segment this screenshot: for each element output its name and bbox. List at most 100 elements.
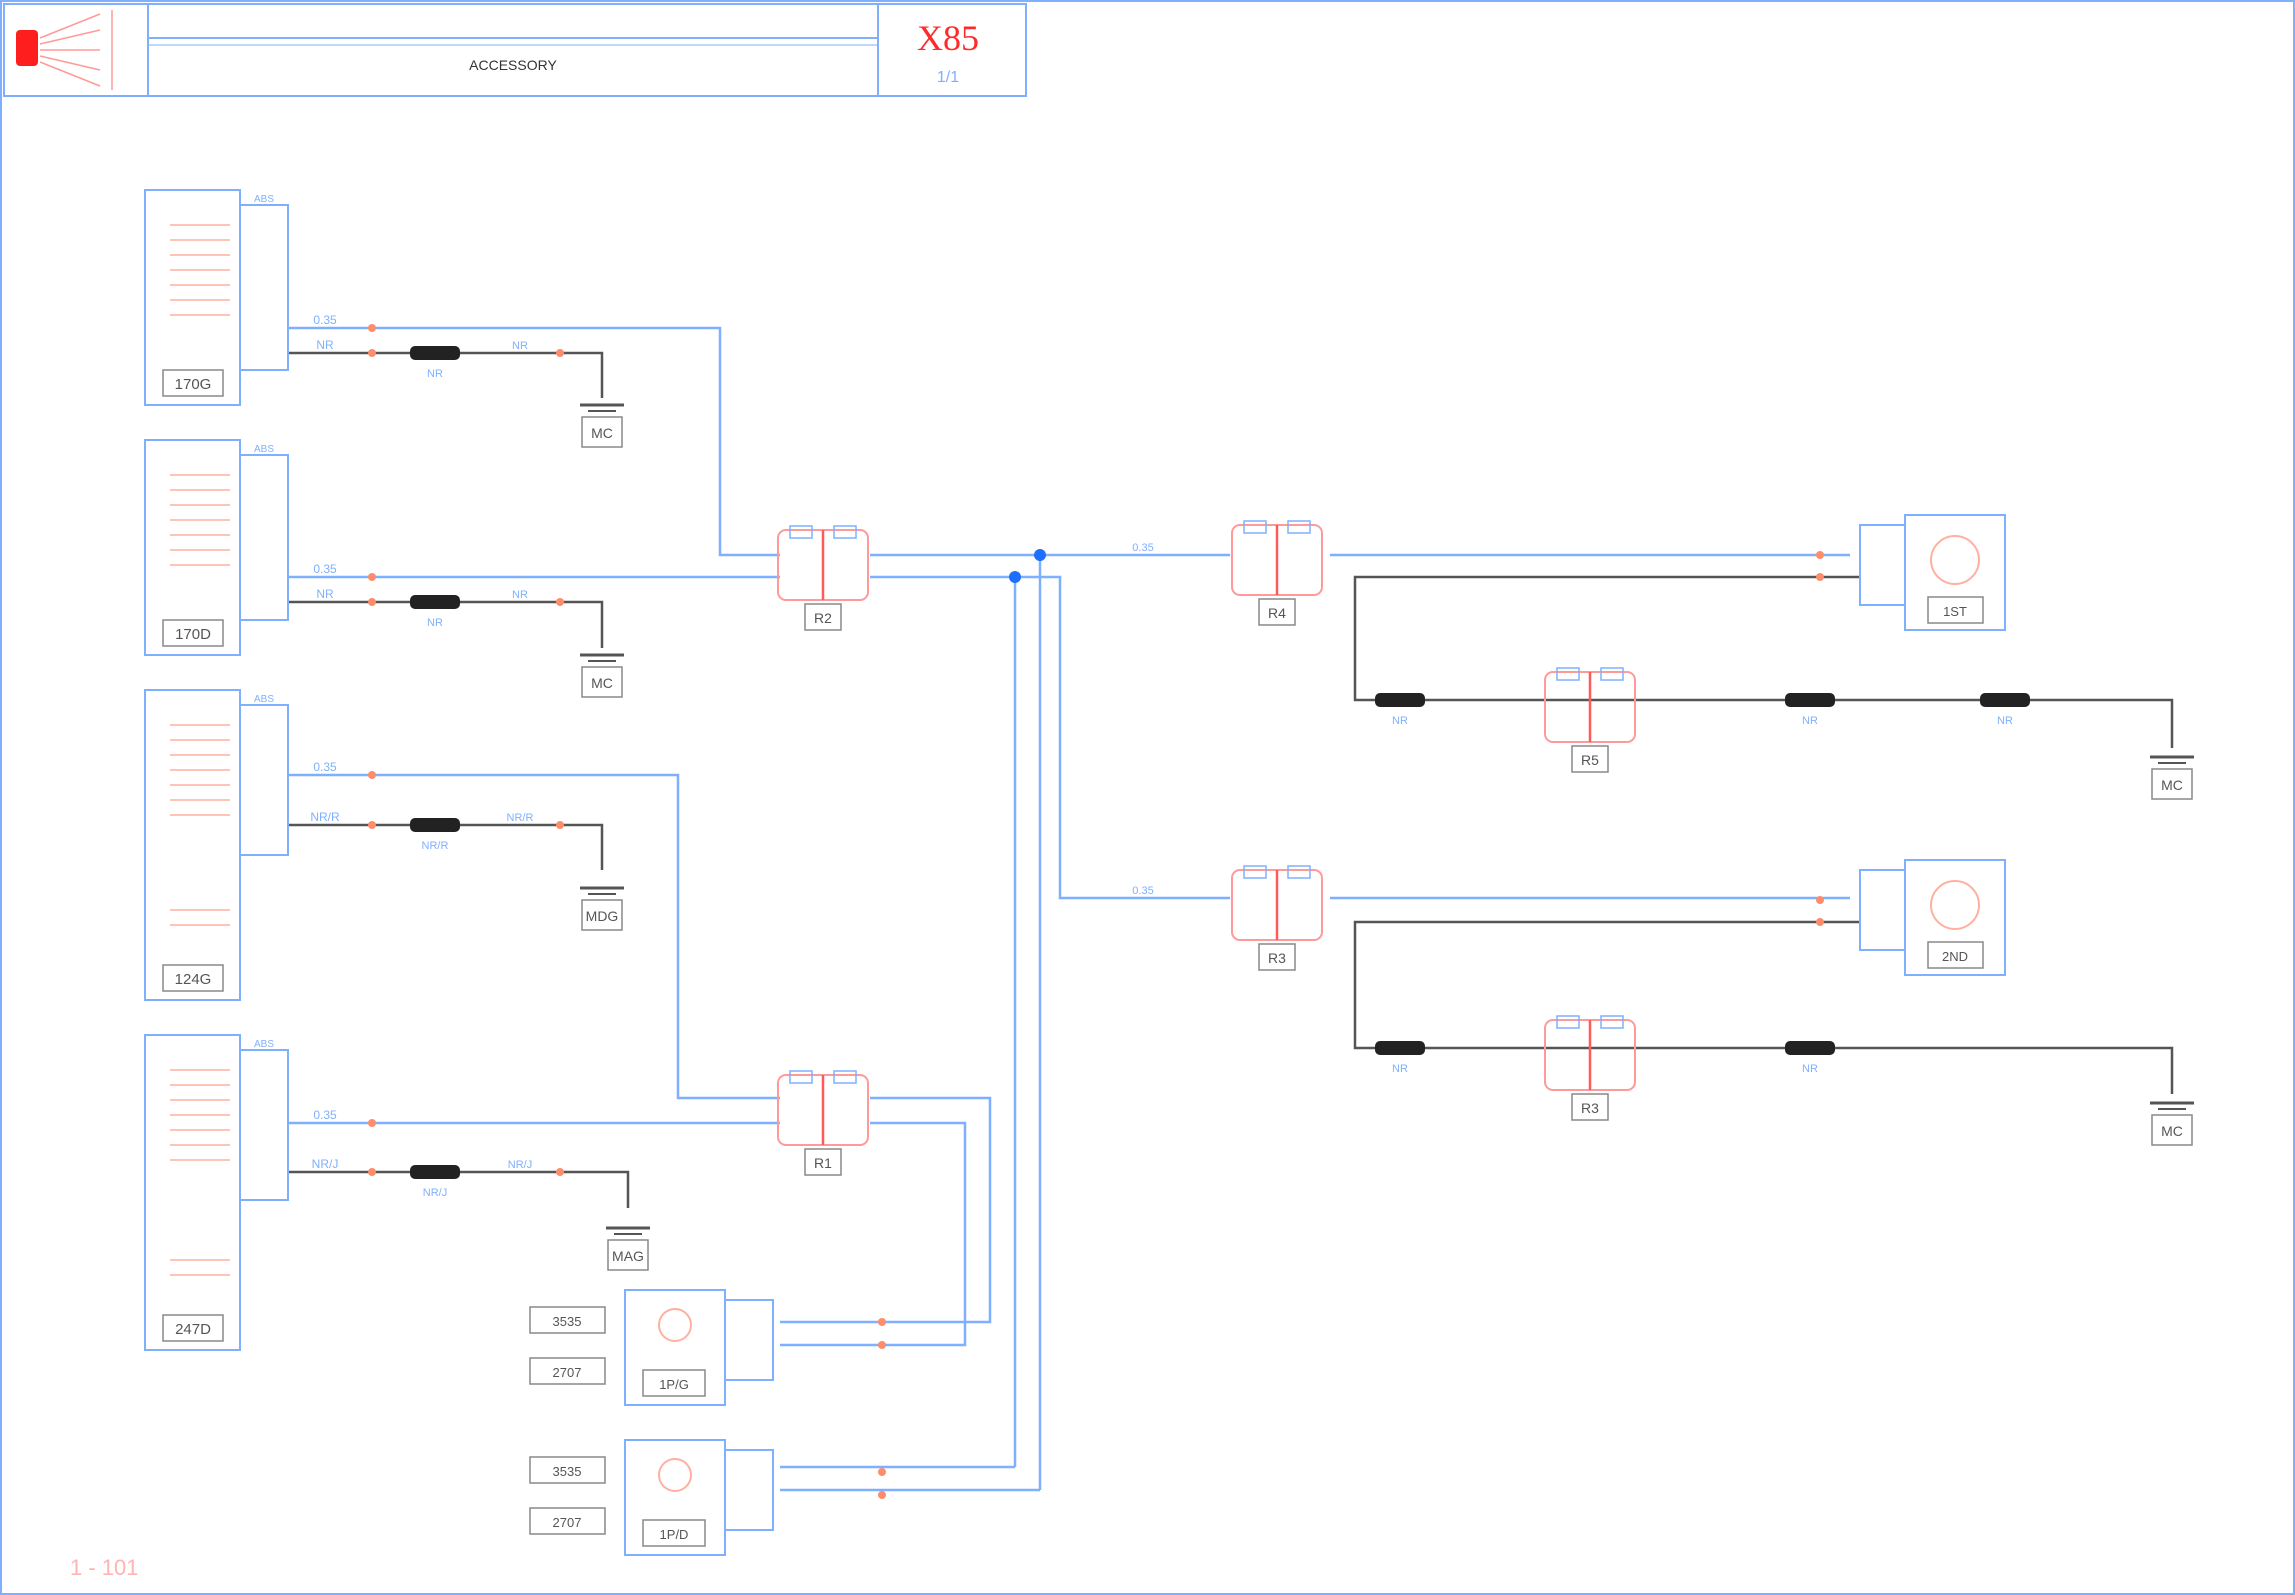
wire-label: NR/J bbox=[312, 1157, 339, 1171]
footer-ref: 1 - 101 bbox=[70, 1555, 139, 1580]
sensor-label: 1P/D bbox=[660, 1527, 689, 1542]
module-label: 124G bbox=[175, 971, 212, 988]
connector-tab bbox=[833, 1070, 857, 1084]
connector-tab bbox=[1243, 865, 1267, 879]
wire-label: NR bbox=[316, 338, 334, 352]
sensor bbox=[529, 1439, 774, 1556]
ground-label-box bbox=[2151, 768, 2193, 800]
pin-dot bbox=[368, 598, 376, 606]
module-tag: ABS bbox=[254, 444, 274, 455]
junction-dot bbox=[1009, 571, 1021, 583]
wire-label: 0.35 bbox=[1132, 885, 1153, 897]
device-label: 2ND bbox=[1942, 949, 1968, 964]
ground-wire bbox=[1353, 575, 2174, 748]
page-title: ACCESSORY bbox=[469, 57, 557, 73]
pin-dot bbox=[878, 1341, 886, 1349]
pin-dot bbox=[556, 1168, 564, 1176]
ref-box bbox=[529, 1507, 606, 1535]
module-connector bbox=[239, 204, 289, 371]
pin-dot bbox=[1816, 551, 1824, 559]
connector-label: R4 bbox=[1268, 605, 1286, 621]
splice bbox=[1785, 693, 1835, 707]
connector-tab bbox=[1556, 1015, 1580, 1029]
sensor-connector bbox=[724, 1449, 774, 1531]
module-label-box bbox=[162, 369, 224, 397]
wire-label: NR bbox=[316, 587, 334, 601]
connector-tab bbox=[789, 525, 813, 539]
pin-dot bbox=[878, 1318, 886, 1326]
module-label: 170D bbox=[175, 626, 211, 643]
ground-wire bbox=[288, 600, 604, 648]
pin-dot bbox=[1816, 573, 1824, 581]
connector-label-box bbox=[1258, 943, 1296, 971]
ground-label-box bbox=[581, 899, 623, 931]
connector-tab bbox=[1243, 520, 1267, 534]
module-tag: ABS bbox=[254, 194, 274, 205]
module-connector bbox=[239, 1049, 289, 1201]
diagram-code: X85 bbox=[917, 18, 979, 58]
ground-symbol bbox=[580, 403, 624, 448]
module-tag: ABS bbox=[254, 694, 274, 705]
ground-symbol bbox=[580, 886, 624, 931]
inline-connector bbox=[777, 1070, 869, 1176]
ref-box bbox=[529, 1306, 606, 1334]
connector-label-box bbox=[1258, 598, 1296, 626]
ground-label: MAG bbox=[612, 1248, 644, 1264]
sensor-label: 1P/G bbox=[659, 1377, 689, 1392]
left-module bbox=[144, 1034, 289, 1351]
connector-tab bbox=[789, 1070, 813, 1084]
splice bbox=[410, 346, 460, 360]
ground-symbol bbox=[2150, 755, 2194, 800]
pin-dot bbox=[368, 1168, 376, 1176]
wire-label: 0.35 bbox=[1132, 542, 1153, 554]
connector-label: R3 bbox=[1581, 1100, 1599, 1116]
connector-tab bbox=[1600, 667, 1624, 681]
module-label-box bbox=[162, 619, 224, 647]
wire-label: NR/R bbox=[310, 810, 340, 824]
pin-dot bbox=[368, 771, 376, 779]
wire-label: 0.35 bbox=[313, 313, 337, 327]
pin-dot bbox=[556, 598, 564, 606]
connector-label-box bbox=[804, 603, 842, 631]
pin-dot bbox=[368, 573, 376, 581]
pin-dot bbox=[368, 324, 376, 332]
title-block: ACCESSORY X85 1/1 bbox=[3, 3, 1027, 97]
signal-wire bbox=[780, 1096, 992, 1324]
wire-label: NR/R bbox=[507, 812, 534, 824]
right-device bbox=[1859, 514, 2006, 631]
module-label-box bbox=[162, 964, 224, 992]
junction-dot bbox=[1034, 549, 1046, 561]
sensor-icon bbox=[658, 1308, 692, 1342]
module-tag: ABS bbox=[254, 1039, 274, 1050]
diagram-subcode: 1/1 bbox=[937, 69, 959, 86]
device-body bbox=[1904, 514, 2006, 631]
ref-box bbox=[529, 1456, 606, 1484]
pin-dot bbox=[368, 821, 376, 829]
device-label-box bbox=[1927, 941, 1984, 969]
splice-label: NR bbox=[427, 368, 443, 380]
connector-label-box bbox=[1571, 1093, 1609, 1121]
connector-label-box bbox=[1571, 745, 1609, 773]
connector-tab bbox=[833, 525, 857, 539]
module-label-box bbox=[162, 1314, 224, 1342]
inline-connector bbox=[1231, 865, 1323, 971]
sensor-label-box bbox=[642, 1519, 706, 1547]
pin-dot bbox=[556, 349, 564, 357]
ground-symbol bbox=[580, 653, 624, 698]
ground-label: MC bbox=[2161, 1123, 2183, 1139]
pin-dot bbox=[368, 1119, 376, 1127]
wire-label: 0.35 bbox=[313, 1108, 337, 1122]
splice-label: NR bbox=[1392, 715, 1408, 727]
splice-label: NR/R bbox=[422, 840, 449, 852]
wire-label: 0.35 bbox=[313, 562, 337, 576]
left-module bbox=[144, 439, 289, 656]
ground-wire bbox=[288, 823, 604, 870]
splice-label: NR bbox=[1997, 715, 2013, 727]
connector-label: R1 bbox=[814, 1155, 832, 1171]
splice-label: NR bbox=[1392, 1063, 1408, 1075]
wire-label: NR/J bbox=[508, 1159, 532, 1171]
module-body bbox=[144, 439, 241, 656]
ref-box-label: 2707 bbox=[553, 1515, 582, 1530]
